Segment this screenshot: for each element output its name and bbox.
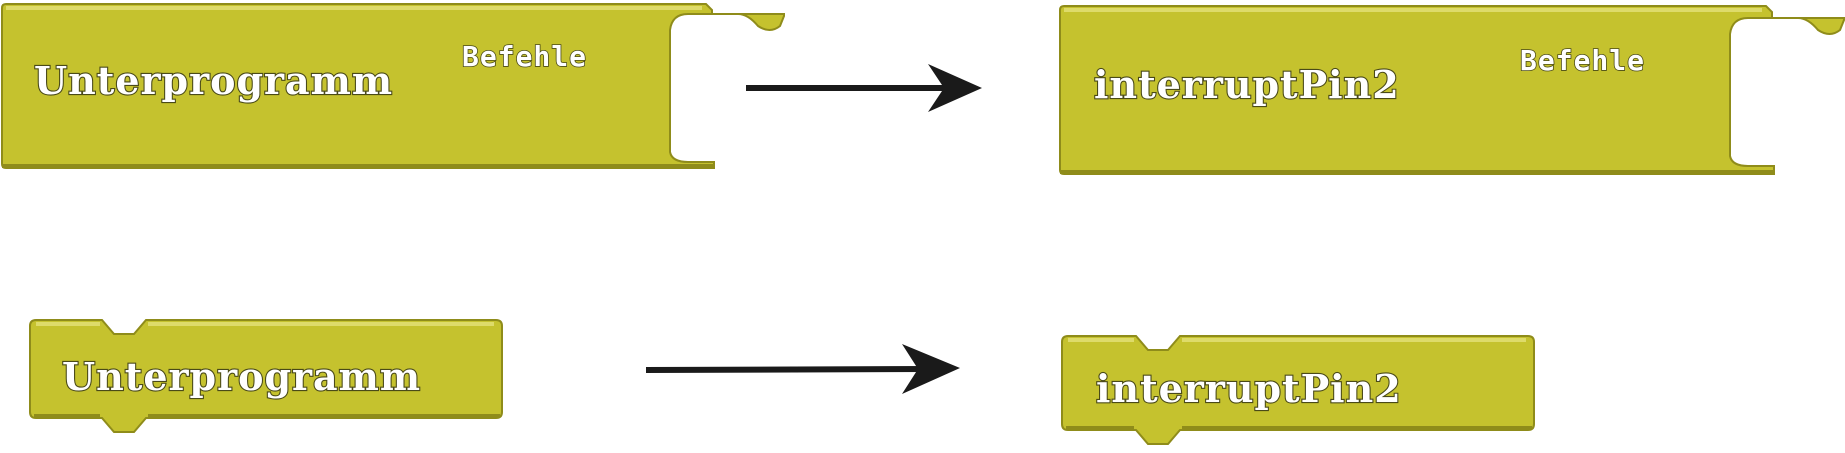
block-label: Unterprogramm <box>62 354 421 399</box>
block-procedure-call-before: Unterprogramm <box>29 319 503 433</box>
arrow-top <box>746 64 982 112</box>
block-procedure-call-after: interruptPin2 <box>1061 335 1535 445</box>
block-label: interruptPin2 <box>1094 62 1400 107</box>
block-sublabel: Befehle <box>1520 44 1645 77</box>
arrow-head <box>902 344 960 394</box>
block-sublabel: Befehle <box>462 40 587 73</box>
block-label: Unterprogramm <box>34 58 393 103</box>
block-label: interruptPin2 <box>1096 366 1402 411</box>
arrow-head <box>928 64 982 112</box>
arrow-bottom <box>645 344 960 394</box>
block-procedure-definition-before: Unterprogramm Befehle <box>1 3 785 169</box>
block-procedure-definition-after: interruptPin2 Befehle <box>1059 5 1845 175</box>
arrow-shaft <box>645 366 931 373</box>
